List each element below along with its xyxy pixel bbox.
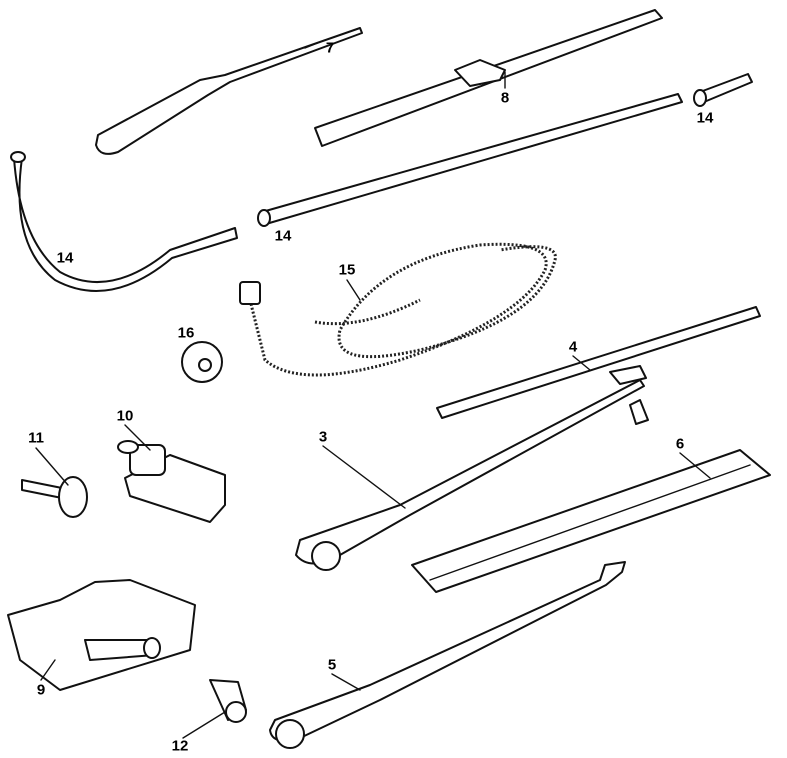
label-12: 12 <box>171 737 189 755</box>
spindle-cap-12 <box>209 679 247 723</box>
grommet-16 <box>181 341 223 383</box>
label-15: 15 <box>338 261 356 279</box>
label-6: 6 <box>675 435 685 453</box>
label-5: 5 <box>327 656 337 674</box>
label-14-left: 14 <box>56 249 74 267</box>
wiper-blade-8 <box>314 9 663 147</box>
label-10: 10 <box>116 407 134 425</box>
wiper-arm-7 <box>95 27 363 155</box>
label-4: 4 <box>568 338 578 356</box>
wiper-blade-4 <box>436 306 761 425</box>
label-16: 16 <box>177 324 195 342</box>
wiper-arm-5 <box>269 561 626 749</box>
motor-9 <box>7 579 196 691</box>
label-11: 11 <box>28 429 44 447</box>
wiper-arm-3 <box>295 379 645 571</box>
label-3: 3 <box>318 428 328 446</box>
tube-14-middle <box>257 93 683 227</box>
label-14-right: 14 <box>696 109 714 127</box>
spindle-nut-11 <box>21 476 88 518</box>
label-7: 7 <box>325 39 335 57</box>
label-14-middle: 14 <box>274 227 292 245</box>
blade-insert-6 <box>411 449 771 593</box>
tube-14-left <box>10 151 238 292</box>
label-9: 9 <box>36 681 46 699</box>
drive-cable-15 <box>239 242 557 377</box>
wheelbox-10 <box>117 440 226 523</box>
tube-14-right <box>693 73 753 107</box>
leader-lines <box>35 39 711 739</box>
label-8: 8 <box>500 89 510 107</box>
